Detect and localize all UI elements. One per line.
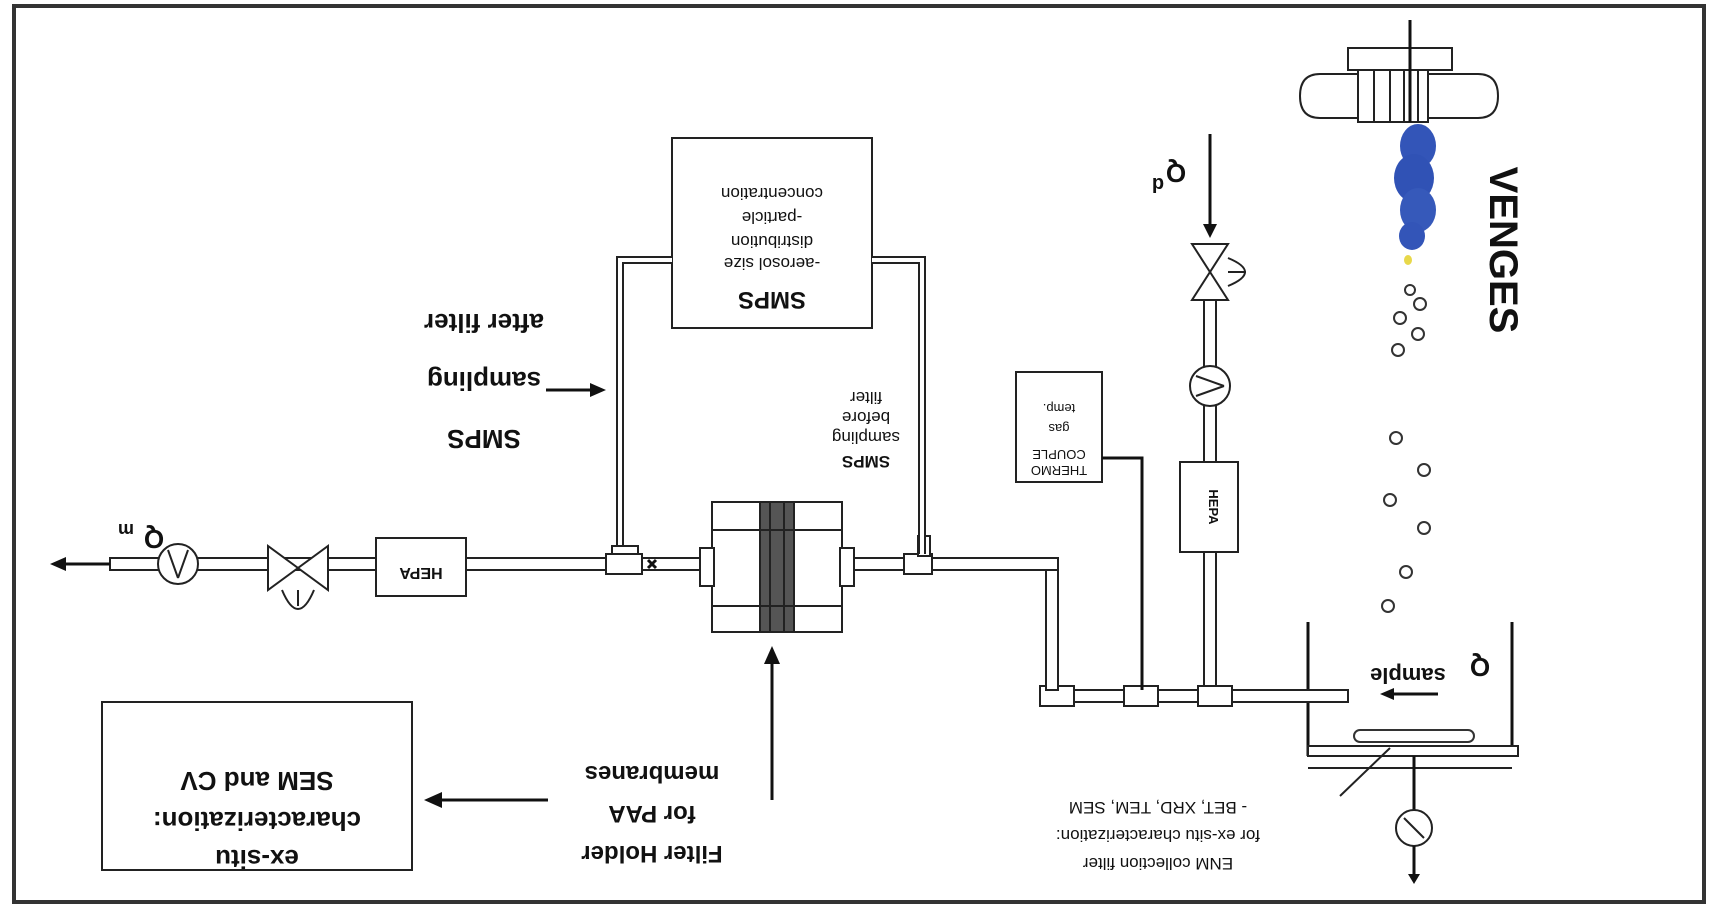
filter-holder-label: Filter Holder for PAA membranes (581, 646, 780, 867)
svg-text:for PAA: for PAA (608, 800, 696, 827)
dilution-line: HEPA Q d (1152, 134, 1246, 687)
svg-text:Q: Q (1470, 652, 1490, 682)
enm-filter-label: ENM collection filter for ex-situ charac… (1056, 798, 1260, 873)
venges-title: VENGES (1481, 167, 1525, 334)
svg-text:HEPA: HEPA (1206, 489, 1221, 525)
dilution-pump-icon (1189, 365, 1231, 407)
svg-text:Filter Holder: Filter Holder (581, 840, 722, 867)
svg-text:after filter: after filter (424, 308, 544, 338)
dilution-valve-icon (1190, 243, 1230, 274)
svg-text:HEPA: HEPA (399, 564, 443, 581)
svg-text:sampling: sampling (427, 366, 541, 396)
svg-text:ENM collection filter: ENM collection filter (1083, 854, 1234, 873)
thermocouple: THERMO COUPLE gas temp. (1015, 371, 1144, 690)
smps-box: SMPS -aerosol size distribution -particl… (671, 137, 873, 329)
sample-pipe (1039, 557, 1349, 707)
svg-text:d: d (1152, 173, 1164, 195)
svg-text:concentration: concentration (721, 184, 823, 203)
svg-text:filter: filter (850, 388, 882, 407)
hepa-main (375, 537, 467, 597)
main-valve-icon (267, 544, 300, 592)
svg-text:distribution: distribution (731, 232, 813, 251)
svg-text:SMPS: SMPS (447, 424, 521, 454)
svg-text:sample: sample (1370, 663, 1446, 688)
q-sample-label: Q sample (1370, 652, 1490, 700)
svg-text:membranes: membranes (585, 760, 720, 787)
svg-text:THERMO: THERMO (1031, 463, 1087, 478)
svg-text:-particle: -particle (742, 208, 802, 227)
svg-text:- BET, XRD, TEM, SEM: - BET, XRD, TEM, SEM (1069, 798, 1247, 817)
svg-text:characterization:: characterization: (153, 806, 361, 836)
svg-text:SEM and CV: SEM and CV (180, 766, 334, 796)
main-pump-icon (157, 543, 199, 585)
svg-text:gas: gas (1048, 421, 1069, 436)
exsitu-arrow (424, 792, 548, 808)
particle-circles (1381, 284, 1431, 613)
main-pipe-left: HEPA Q m (50, 520, 711, 610)
hepa-vertical (1179, 461, 1239, 553)
smps-before-label: SMPS sampling before filter (832, 388, 900, 471)
aerosol-plume (1394, 124, 1436, 265)
svg-text:for ex-situ characterization:: for ex-situ characterization: (1056, 826, 1260, 845)
svg-text:temp.: temp. (1043, 401, 1076, 416)
svg-text:COUPLE: COUPLE (1032, 447, 1086, 462)
svg-text:Q: Q (144, 524, 164, 554)
svg-text:m: m (118, 520, 134, 540)
svg-text:ex-situ: ex-situ (215, 844, 299, 874)
exsitu-box: ex-situ characterization: SEM and CV (101, 701, 413, 874)
svg-text:Q: Q (1166, 158, 1186, 188)
filter-holder (699, 501, 855, 633)
svg-text:-aerosol size: -aerosol size (724, 254, 820, 273)
svg-text:sampling: sampling (832, 428, 900, 447)
smps-after-label: SMPS sampling after filter (424, 308, 606, 454)
svg-text:SMPS: SMPS (738, 286, 806, 313)
venges-generator (1298, 20, 1500, 123)
svg-text:before: before (842, 408, 890, 427)
svg-text:SMPS: SMPS (842, 452, 890, 471)
smps-loop (611, 256, 926, 559)
